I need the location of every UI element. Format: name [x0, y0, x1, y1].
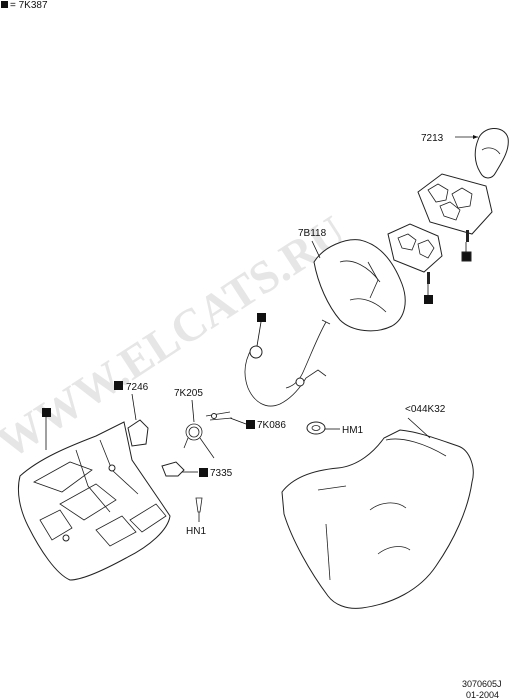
pin-part-7k086: 7K086: [205, 411, 286, 431]
selector-housing-lower: [387, 223, 443, 304]
shift-lever-part: [244, 313, 331, 407]
marker-square: [257, 313, 266, 322]
marker-square: [461, 251, 472, 262]
clip-part-hm1: HM1: [306, 421, 364, 436]
shift-knob-part: 7213: [421, 128, 509, 179]
callout-7246: 7246: [126, 382, 149, 393]
selector-housing-upper: [417, 173, 493, 262]
callout-7k086: 7K086: [257, 420, 286, 431]
callout-7b118: 7B118: [298, 228, 327, 239]
callout-7213: 7213: [421, 133, 444, 144]
callout-7335: 7335: [210, 468, 233, 479]
diagram-date: 01-2004: [466, 690, 499, 700]
legend: = 7K387: [1, 0, 48, 11]
fastener-part-hn1: HN1: [186, 497, 206, 537]
bracket-part-7246: 7246: [114, 381, 149, 447]
marker-square: [42, 408, 51, 417]
legend-text: = 7K387: [10, 0, 48, 11]
marker-square: [114, 381, 123, 390]
selector-mechanism-base: [17, 408, 171, 581]
callout-044k32: <044K32: [405, 404, 446, 415]
legend-marker-square: [1, 1, 8, 8]
callout-hn1: HN1: [186, 526, 206, 537]
spring-part-7k205: 7K205: [174, 388, 215, 459]
diagram-code: 3070605J: [462, 679, 502, 689]
marker-square: [424, 295, 433, 304]
marker-square: [199, 468, 208, 477]
clip-part-7335: 7335: [161, 461, 233, 479]
shift-boot-part: 7B118: [298, 228, 406, 332]
watermark: WWW.ELCATS.RU: [0, 206, 354, 469]
console-trim-part: <044K32: [281, 404, 474, 609]
callout-7k205: 7K205: [174, 388, 203, 399]
marker-square: [246, 420, 255, 429]
callout-hm1: HM1: [342, 425, 364, 436]
